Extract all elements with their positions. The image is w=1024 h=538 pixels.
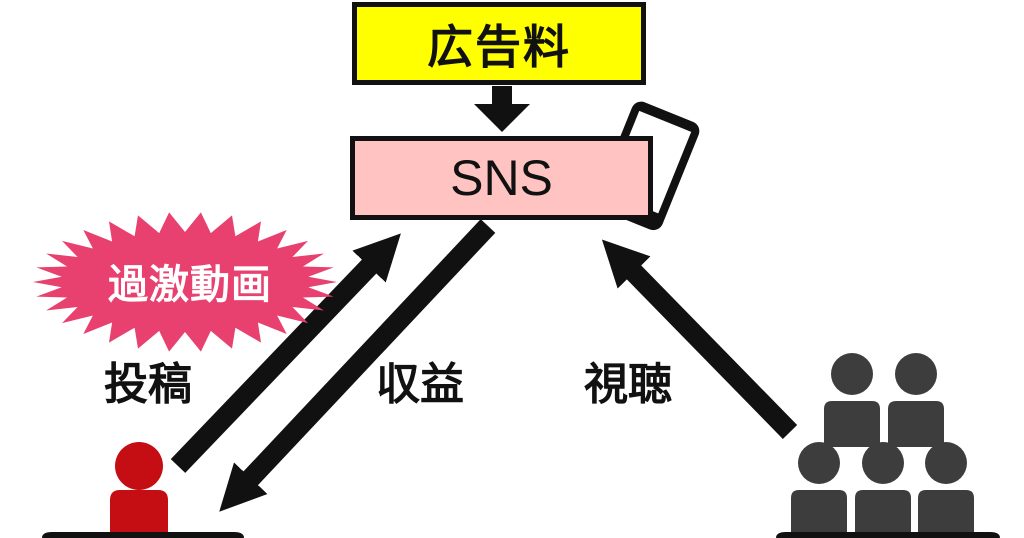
audience-person-head [798, 442, 840, 484]
creator-pedestal [42, 532, 244, 538]
arrow-view [601, 239, 798, 439]
sns-box: SNS [350, 136, 653, 220]
audience-person-body [824, 401, 880, 447]
audience-person-body [791, 490, 847, 536]
arrow-revenue [219, 219, 496, 512]
arrow-post [170, 233, 401, 473]
extreme-video-burst [33, 212, 337, 352]
audience-person-head [925, 442, 967, 484]
audience-group-icon [791, 353, 974, 536]
extreme-video-label: 過激動画 [108, 262, 272, 308]
audience-pedestal [776, 532, 1000, 538]
ad-fee-box: 広告料 [352, 2, 646, 85]
arrow-ad-to-sns [474, 86, 530, 132]
audience-person-head [831, 353, 873, 395]
creator-person-icon [110, 442, 168, 538]
audience-person-body [888, 401, 944, 447]
view-label: 視聴 [584, 359, 672, 410]
ad-fee-label: 広告料 [427, 19, 571, 74]
post-label: 投稿 [104, 359, 192, 410]
audience-person-head [862, 442, 904, 484]
audience-person-body [855, 490, 911, 536]
audience-person-head [895, 353, 937, 395]
sns-label: SNS [450, 150, 553, 206]
audience-person-body [918, 490, 974, 536]
revenue-label: 収益 [376, 359, 464, 410]
